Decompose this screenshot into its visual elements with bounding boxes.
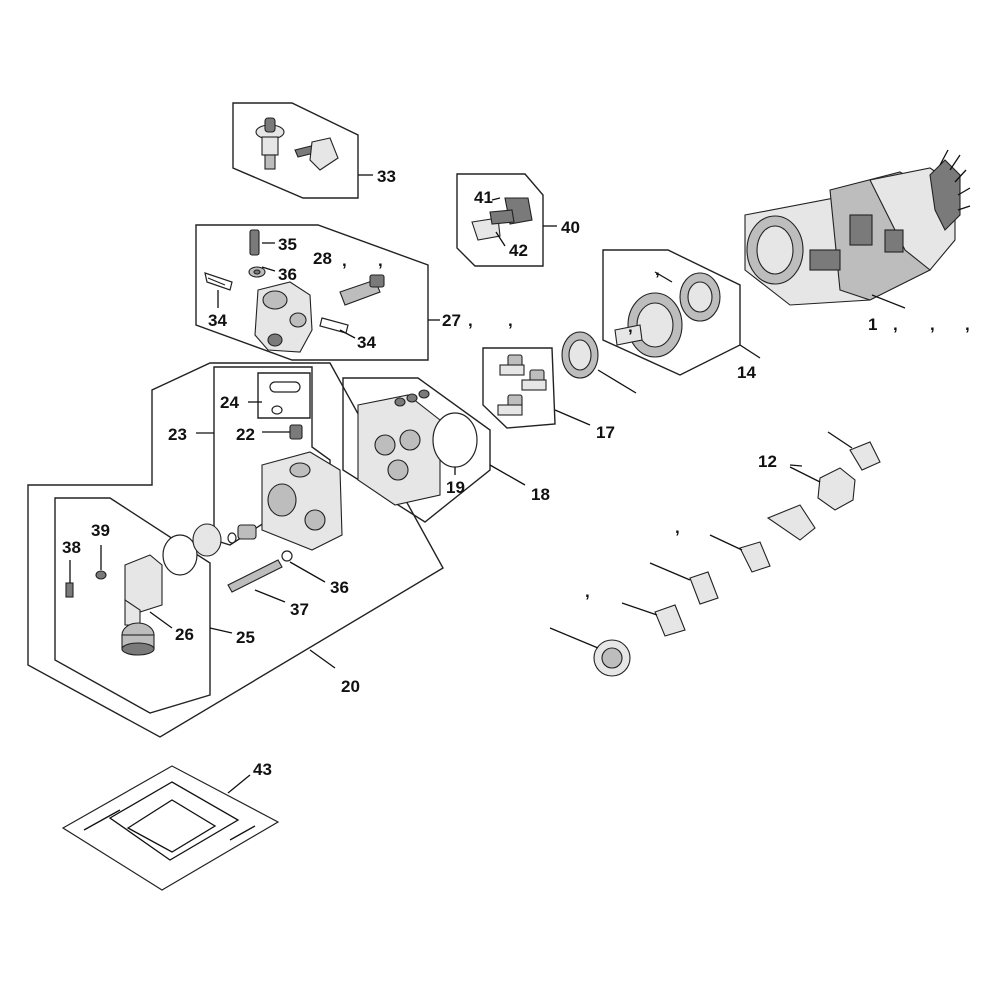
- callout-39: 39: [91, 521, 110, 540]
- group-box-25: [54, 497, 211, 714]
- part-27-valve-body: [204, 229, 385, 353]
- comma-mark: ,: [655, 260, 660, 279]
- part-24-gasket: [269, 381, 301, 415]
- part-20-pump-housing: [162, 451, 343, 593]
- comma-mark: ,: [893, 315, 898, 334]
- comma-mark: ,: [468, 311, 473, 330]
- comma-mark: ,: [342, 251, 347, 270]
- callout-18: 18: [531, 485, 550, 504]
- callout-20: 20: [341, 677, 360, 696]
- comma-mark: ,: [628, 317, 633, 336]
- callout-40: 40: [561, 218, 580, 237]
- leader-lines: [149, 174, 906, 794]
- callout-22: 22: [236, 425, 255, 444]
- part-39-washer: [95, 545, 107, 580]
- group-box-27: [195, 224, 429, 361]
- callout-38: 38: [62, 538, 81, 557]
- part-25-piston: [121, 554, 163, 656]
- comma-mark: ,: [930, 315, 935, 334]
- callout-42: 42: [509, 241, 528, 260]
- callout-19: 19: [446, 478, 465, 497]
- comma-mark: ,: [675, 518, 680, 537]
- callout-36a: 36: [278, 265, 297, 284]
- callout-33: 33: [377, 167, 396, 186]
- callout-43: 43: [253, 760, 272, 779]
- callout-17: 17: [596, 423, 615, 442]
- comma-mark: ,: [965, 315, 970, 334]
- callout-35: 35: [278, 235, 297, 254]
- callout-27: 27: [442, 311, 461, 330]
- callout-41: 41: [474, 188, 493, 207]
- part-1-motor-housing: [744, 149, 971, 306]
- comma-mark: ,: [378, 251, 383, 270]
- callout-25: 25: [236, 628, 255, 647]
- part-12-power-plugs: [549, 431, 881, 677]
- comma-marks: , , , , , , , , , , ,: [342, 251, 970, 601]
- callout-23: 23: [168, 425, 187, 444]
- group-box-17: [482, 347, 556, 429]
- callout-24: 24: [220, 393, 239, 412]
- part-18-pump-plate: [357, 389, 478, 506]
- part-17-check-valves: [497, 354, 547, 416]
- callout-34b: 34: [357, 333, 376, 352]
- part-seal-ring: [561, 331, 637, 394]
- part-33-valve-knob: [255, 117, 339, 171]
- part-38-screw: [65, 560, 74, 598]
- part-22-screw: [289, 424, 303, 440]
- part-40-clips: [471, 197, 533, 241]
- comma-mark: ,: [585, 582, 590, 601]
- group-box-33: [232, 102, 359, 199]
- callout-34a: 34: [208, 311, 227, 330]
- comma-mark: ,: [508, 311, 513, 330]
- callout-14: 14: [737, 363, 756, 382]
- callout-36b: 36: [330, 578, 349, 597]
- callout-1: 1: [868, 315, 877, 334]
- callout-28: 28: [313, 249, 332, 268]
- callout-labels: 1 12 14 17 18 19 20 22 23 24 25 26 27 28…: [62, 167, 877, 779]
- group-box-40: [456, 173, 544, 267]
- callout-12: 12: [758, 452, 777, 471]
- callout-37: 37: [290, 600, 309, 619]
- callout-26: 26: [175, 625, 194, 644]
- group-box-18: [342, 377, 491, 523]
- part-43-manual-sheets: [61, 765, 280, 891]
- group-box-24-inner: [257, 372, 311, 419]
- part-14-gear: [614, 271, 721, 358]
